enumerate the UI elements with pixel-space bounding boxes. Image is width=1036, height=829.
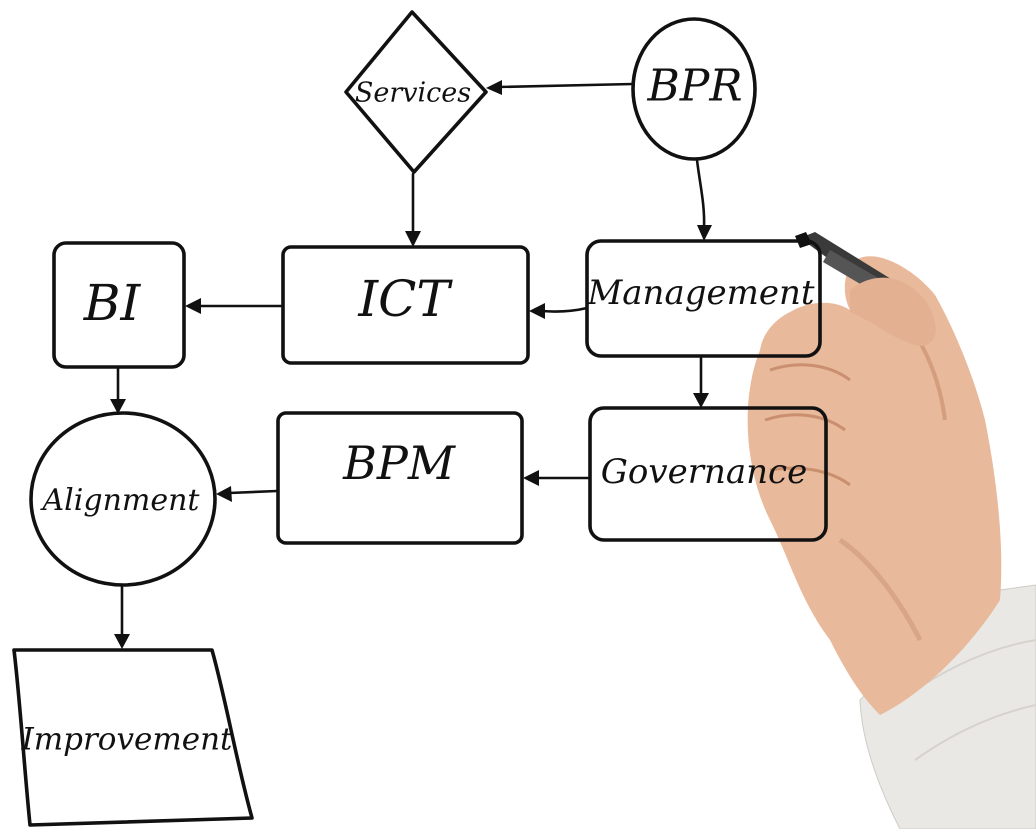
services-label: Services <box>355 78 471 109</box>
alignment-label: Alignment <box>40 483 201 518</box>
edge-bpm-to-alignment <box>227 489 279 495</box>
arrowhead <box>523 470 539 486</box>
edge-management-to-ict <box>540 306 589 313</box>
governance-label: Governance <box>601 452 807 492</box>
ict-label: ICT <box>357 270 453 328</box>
bpm-node-shape <box>276 411 524 545</box>
governance-node-shape <box>588 406 828 542</box>
alignment-node-shape <box>29 411 217 587</box>
hand <box>747 256 1002 715</box>
bpm-label: BPM <box>342 436 457 490</box>
arrowhead <box>697 225 712 241</box>
arrowhead <box>486 80 502 95</box>
arrowhead <box>114 634 130 649</box>
bpr-label: BPR <box>646 61 742 112</box>
bpr-node-shape <box>631 17 757 161</box>
ict-node-shape <box>281 245 530 365</box>
services-node-shape <box>344 10 488 174</box>
arrowhead <box>529 303 545 319</box>
arrowhead <box>110 399 126 414</box>
edge-bpr-to-management <box>695 158 706 230</box>
improvement-label: Improvement <box>21 722 234 758</box>
arrowhead <box>693 393 709 408</box>
thumb <box>850 277 936 346</box>
arrowhead <box>185 298 201 314</box>
edge-bpr-to-services <box>496 82 635 89</box>
arrowhead <box>405 231 421 247</box>
improvement-node-shape <box>12 648 254 827</box>
bi-label: BI <box>83 274 142 332</box>
bi-node-shape <box>52 241 186 369</box>
hand-holding-marker-illustration <box>747 232 1036 829</box>
arrowhead <box>216 486 232 502</box>
management-label: Management <box>586 273 814 313</box>
management-node-shape <box>585 239 822 358</box>
